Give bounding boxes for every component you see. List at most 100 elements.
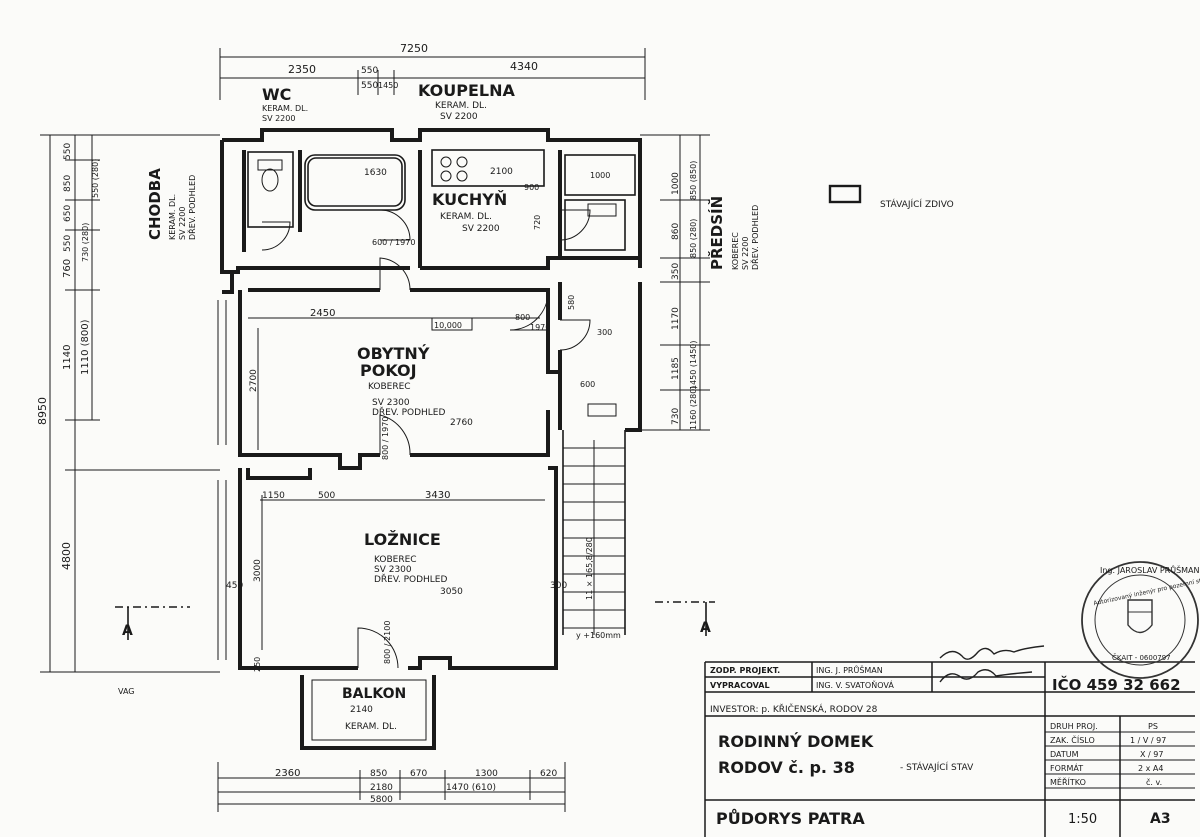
title-line2b: - STÁVAJÍCÍ STAV	[900, 761, 974, 773]
dim-top-right: 4340	[510, 60, 538, 73]
zodp-value: ING. J. PRŮŠMAN	[816, 664, 883, 675]
tb-row-1-value: 1 / V / 97	[1130, 736, 1166, 745]
predsin-name: PŘEDSÍŇ	[707, 196, 726, 270]
dim-bot-2180: 2180	[370, 783, 393, 793]
koupelna-floor: KERAM. DL.	[435, 101, 487, 111]
ico: IČO 459 32 662	[1052, 675, 1181, 694]
section-mark-left: A	[122, 623, 133, 639]
dim-250: 250	[253, 657, 262, 672]
dim-2100: 2100	[490, 167, 513, 177]
bottom-dimension-chain: 2360 850 670 1300 620 2180 1470 (610) 58…	[217, 762, 566, 812]
dim-right-1450: 1450 (1450)	[689, 340, 698, 390]
tb-row-2-value: X / 97	[1140, 750, 1163, 759]
room-labels: WC KERAM. DL. SV 2200 KOUPELNA KERAM. DL…	[146, 81, 760, 597]
dim-2450: 2450	[310, 308, 335, 319]
dim-left-4800: 4800	[60, 542, 73, 570]
dim-800-1970: 800 / 1970	[381, 417, 390, 460]
dim-right-350: 350	[671, 263, 681, 280]
dim-500: 500	[318, 491, 335, 501]
wc-sv: SV 2200	[262, 114, 295, 123]
obytny-h: 2760	[450, 418, 473, 428]
dim-left-550b: 550	[63, 143, 73, 160]
interior-dimensions: 2450 2700 1150 500 3430 3000 450 300 250…	[226, 167, 612, 672]
dim-bot-850: 850	[370, 769, 387, 779]
staircase: 11 × 165,8/280 y +160mm	[562, 430, 626, 640]
engineer-stamp: Ing. JAROSLAV PRŮŠMAN Autorizovaný inžen…	[1081, 561, 1200, 679]
investor: INVESTOR: p. KŘIČENSKÁ, RODOV 28	[710, 703, 878, 715]
dim-600-1970: 600 / 1970	[372, 238, 415, 247]
stamp-top: Ing. JAROSLAV PRŮŠMAN	[1100, 564, 1200, 575]
dim-580: 580	[567, 295, 576, 310]
dim-bot-2360: 2360	[275, 768, 300, 779]
dim-900: 900	[524, 183, 539, 192]
dim-600: 600	[580, 380, 595, 389]
dim-bot-670: 670	[410, 769, 427, 779]
koupelna-name: KOUPELNA	[418, 81, 516, 100]
dim-top-mid-a: 550	[361, 66, 378, 76]
balkon-dim: 2140	[350, 705, 373, 715]
title-line2: RODOV č. p. 38	[718, 758, 855, 777]
zodp-label: ZODP. PROJEKT.	[710, 666, 780, 675]
vypr-value: ING. V. SVATOŇOVÁ	[816, 679, 894, 690]
tb-row-4-value: č. v.	[1146, 777, 1162, 787]
legend-label: STÁVAJÍCÍ ZDIVO	[880, 198, 954, 210]
title-block: ZODP. PROJEKT. ING. J. PRŮŠMAN VYPRACOVA…	[704, 645, 1195, 837]
dim-left-total: 8950	[36, 397, 49, 425]
predsin-sv: SV 2200	[741, 237, 750, 270]
top-dimension-chain: 7250 4340 2350 550 550 1450	[219, 42, 646, 100]
left-dimension-chain: 8950 4800 1140 1110 (800) 760 550 650 85…	[36, 134, 220, 673]
dim-right-850: 850 (850)	[689, 161, 698, 200]
signature-1	[939, 645, 1045, 660]
dim-bot-1470: 1470 (610)	[446, 783, 496, 793]
dim-1970: 1970	[530, 323, 550, 332]
faint-mark: VAG	[118, 687, 135, 696]
loznice-floor: KOBEREC	[374, 555, 417, 565]
legend-swatch	[828, 184, 862, 204]
dim-1150: 1150	[262, 491, 285, 501]
tb-row-4-label: MĚŘÍTKO	[1050, 776, 1086, 787]
windows	[217, 300, 549, 660]
dim-720: 720	[533, 215, 542, 230]
dim-left-730: 730 (280)	[81, 223, 90, 262]
section-mark-right: A	[700, 620, 711, 636]
stamp-ring: Autorizovaný inženýr pro pozemní stavby	[1093, 574, 1200, 607]
obytny-sv: SV 2300	[372, 398, 410, 408]
stair-y: y +160mm	[576, 631, 621, 640]
format-sheet: A3	[1150, 811, 1171, 827]
loznice-name: LOŽNICE	[364, 530, 441, 549]
balkon-name: BALKON	[342, 686, 406, 702]
dim-300: 300	[550, 581, 567, 591]
dim-800-2100: 800 / 2100	[383, 621, 392, 664]
tb-row-3-label: FORMÁT	[1050, 762, 1083, 773]
loznice-ceiling: DŘEV. PODHLED	[374, 574, 447, 585]
dim-bot-5800: 5800	[370, 795, 393, 805]
dim-left-1140: 1140	[62, 345, 73, 370]
loznice-sv: SV 2300	[374, 565, 412, 575]
dim-right-1185: 1185	[671, 357, 681, 380]
walls	[220, 128, 642, 670]
signature-2	[939, 669, 1033, 683]
predsin-ceiling: DŘEV. PODHLED	[750, 205, 760, 270]
dim-3430: 3430	[425, 490, 450, 501]
stamp-bottom: ČKAIT - 0600797	[1112, 653, 1171, 662]
obytny-ceiling: DŘEV. PODHLED	[372, 407, 445, 418]
dim-right-1160: 1160 (280)	[689, 386, 698, 430]
tb-row-3-value: 2 x A4	[1138, 764, 1163, 773]
wc-floor: KERAM. DL.	[262, 104, 308, 113]
wc-name: WC	[262, 85, 291, 104]
dim-right-1170: 1170	[671, 307, 681, 330]
section-marks: A A VAG	[115, 601, 715, 696]
dim-left-1110: 1110 (800)	[80, 319, 91, 375]
dim-2700: 2700	[249, 369, 259, 392]
dim-left-850: 850	[63, 175, 73, 192]
drawing-name: PŮDORYS PATRA	[716, 809, 865, 828]
obytny-name1: OBYTNÝ	[357, 344, 430, 363]
dim-right-850b: 850 (280)	[689, 219, 698, 258]
dim-450: 450	[226, 581, 243, 591]
kuchyn-floor: KERAM. DL.	[440, 212, 492, 222]
dim-top-mid-c: 1450	[378, 81, 398, 90]
obytny-name2: POKOJ	[360, 361, 417, 380]
dim-top-mid-b: 550	[361, 81, 378, 91]
